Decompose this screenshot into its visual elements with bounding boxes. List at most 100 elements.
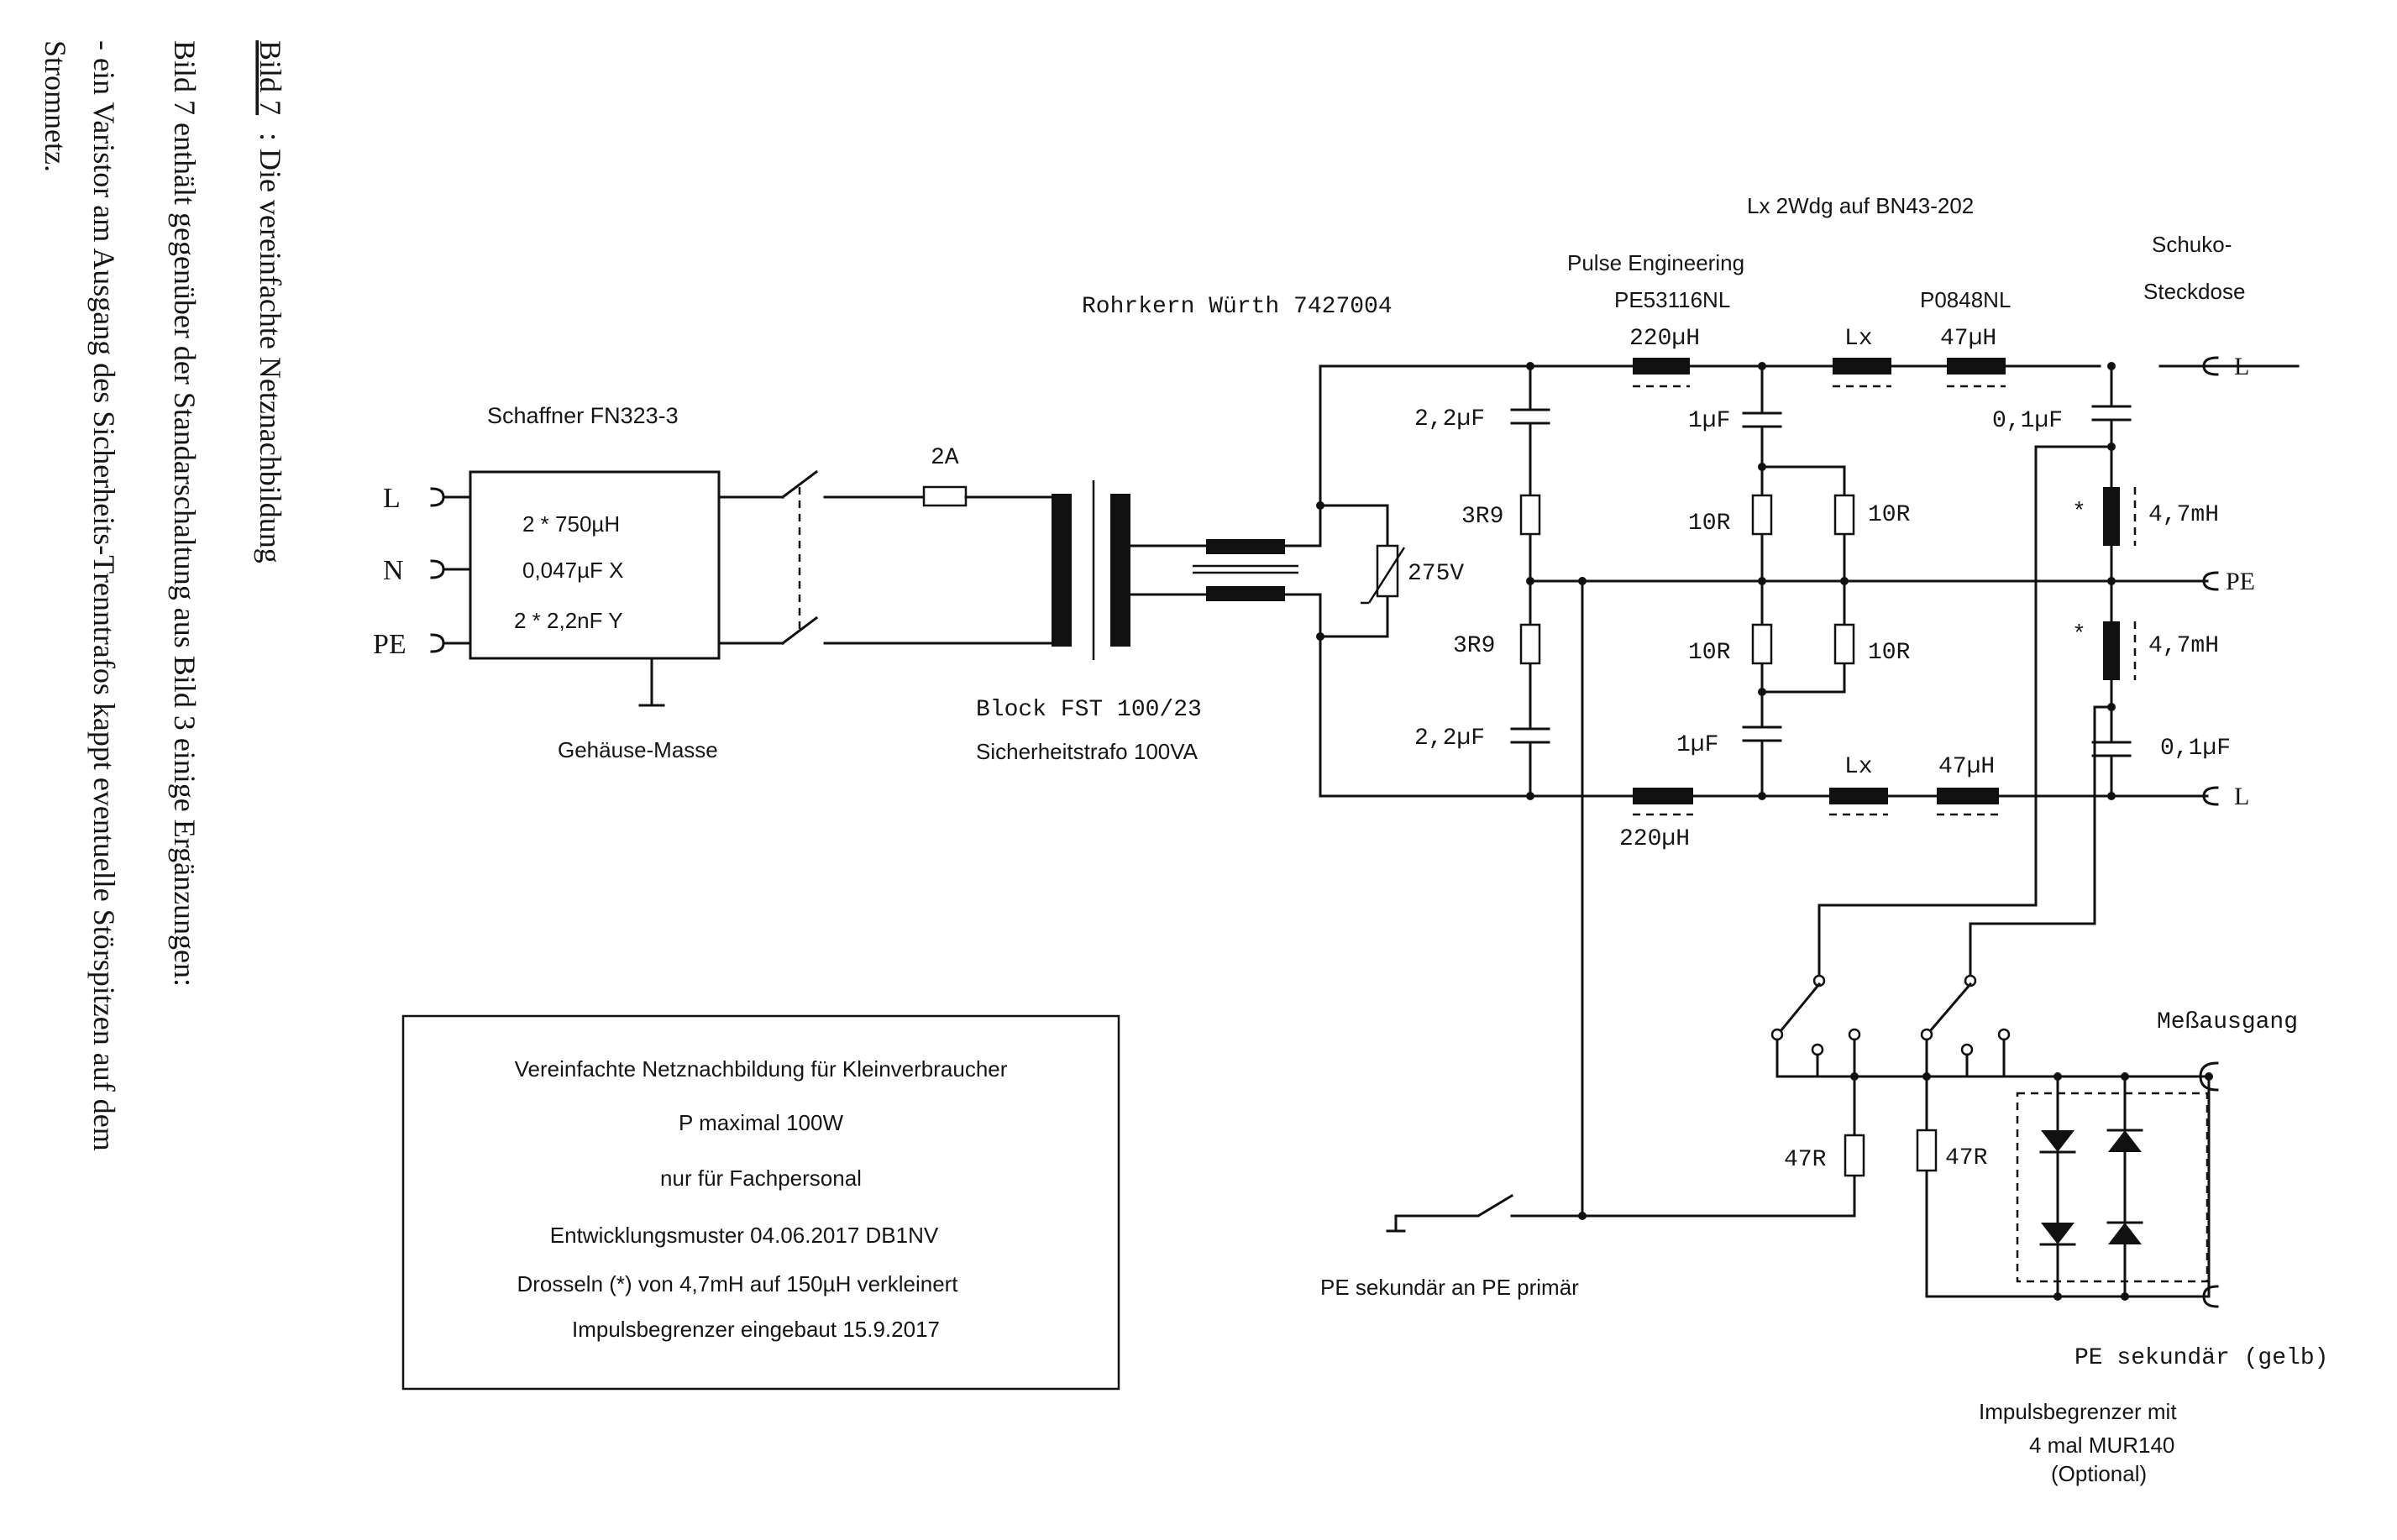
- diode-4: [2108, 1223, 2142, 1244]
- pe-sec-gelb-label: PE sekundär (gelb): [2074, 1345, 2328, 1371]
- side-line-1: Bild 7 enthält gegenüber der Standarscha…: [168, 40, 202, 987]
- lx-bot-label: Lx: [1844, 754, 1873, 780]
- fuse-label: 2A: [931, 445, 959, 471]
- sw2-blade: [1928, 982, 1973, 1034]
- col2-node-split-top: [1758, 463, 1766, 471]
- lim-node-1: [2053, 1072, 2062, 1081]
- schuko-label-1: Schuko-: [2152, 232, 2232, 257]
- r10-bl: [1751, 623, 1773, 665]
- l47-top-label: 47µH: [1940, 326, 1996, 352]
- c1-bot-label: 1µF: [1676, 732, 1718, 758]
- l220-bot: [1633, 788, 1693, 804]
- pe-link-switch: [1386, 1193, 1584, 1233]
- primary-winding: [1052, 494, 1072, 647]
- l220-bot-label: 220µH: [1619, 826, 1690, 852]
- pe-part-label: PE53116NL: [1614, 287, 1730, 312]
- filter-title: Schaffner FN323-3: [487, 403, 679, 428]
- core-label: Rohrkern Würth 7427004: [1082, 294, 1393, 320]
- r47-node: [1850, 1072, 1859, 1081]
- transformer-desc: Sicherheitstrafo 100VA: [976, 739, 1198, 764]
- header-labels: Lx 2Wdg auf BN43-202 Pulse Engineering P…: [1567, 193, 2245, 312]
- filter-box: [469, 470, 721, 660]
- l47m-top-label: 4,7mH: [2148, 502, 2219, 528]
- varistor-node-bot: [1316, 632, 1324, 641]
- input-filter: Schaffner FN323-3 2 * 750µH 0,047µF X 2 …: [373, 403, 721, 762]
- choke-coil-bot: [1206, 586, 1285, 601]
- limiter-label-3: (Optional): [2051, 1461, 2147, 1486]
- l47-bot-label: 47µH: [1938, 754, 1995, 780]
- filter-spec-3: 2 * 2,2nF Y: [514, 608, 623, 633]
- filter-spec-1: 2 * 750µH: [522, 511, 620, 537]
- p-part-label: P0848NL: [1920, 287, 2011, 312]
- filter-ground-stub: [638, 657, 665, 707]
- c1-bot-plates: [1742, 725, 1782, 742]
- l220-top-label: 220µH: [1629, 326, 1700, 352]
- r47-right-wire: [1925, 1075, 2206, 1298]
- measurement-section: 47R 47R PE sekundär an PE primär Meßausg…: [1320, 445, 2328, 1486]
- schuko-label-2: Steckdose: [2143, 279, 2245, 304]
- sw1-blade: [1778, 982, 1822, 1034]
- pulse-eng-label: Pulse Engineering: [1567, 250, 1744, 275]
- c22-bot-label: 2,2µF: [1414, 725, 1485, 752]
- filter-ground-label: Gehäuse-Masse: [558, 737, 718, 762]
- info-line-4: Entwicklungsmuster 04.06.2017 DB1NV: [550, 1223, 939, 1248]
- r47-right: [1916, 1129, 1938, 1172]
- r10-tr-label: 10R: [1868, 502, 1911, 528]
- choke-coil-top: [1206, 539, 1285, 554]
- switch-blade-bot: [780, 615, 819, 646]
- out-l-bot: L: [2234, 783, 2249, 810]
- col3-node-pe: [2107, 577, 2116, 585]
- pe-node-primary: [1578, 577, 1587, 585]
- col2-node-top: [1758, 362, 1766, 370]
- diode-1: [2041, 1130, 2074, 1152]
- l47m-bot-star: *: [2074, 619, 2084, 645]
- out-pe: PE: [2226, 568, 2255, 595]
- sw1-c3: [1848, 1028, 1861, 1041]
- limiter-label-1: Impulsbegrenzer mit: [1979, 1399, 2177, 1424]
- out-socket-l-top: [2197, 356, 2219, 376]
- sw1-c2: [1811, 1043, 1824, 1056]
- input-term-pe: PE: [373, 629, 406, 660]
- r10-tr: [1833, 494, 1855, 536]
- r10-tl: [1751, 494, 1773, 536]
- input-term-l: L: [383, 483, 401, 514]
- filter-spec-2: 0,047µF X: [522, 558, 624, 583]
- col2-node-bot: [1758, 792, 1766, 800]
- limiter-box: [2016, 1092, 2209, 1283]
- r10-tl-label: 10R: [1688, 511, 1731, 537]
- l47-bot: [1937, 788, 1999, 804]
- l220-top: [1633, 358, 1690, 375]
- caption-title: : Die vereinfachte Netznachbildung: [254, 133, 287, 563]
- c22-top-label: 2,2µF: [1414, 406, 1485, 432]
- r47-left: [1844, 1134, 1865, 1177]
- c01-bot-plates: [2091, 741, 2132, 757]
- r47-right-label: 47R: [1945, 1145, 1988, 1171]
- out-l-top: L: [2234, 353, 2249, 380]
- varistor-slash: [1361, 547, 1406, 605]
- col2-node-split-bot: [1758, 688, 1766, 696]
- transformer-model: Block FST 100/23: [976, 697, 1202, 723]
- fuse: 2A: [922, 445, 1053, 507]
- diode-3: [2041, 1223, 2074, 1244]
- tap-wire-b: [1969, 705, 2113, 979]
- r39-top-label: 3R9: [1461, 504, 1503, 530]
- l47m-bot: [2103, 621, 2120, 680]
- switch-blade-top: [780, 469, 819, 500]
- lx-top: [1833, 358, 1891, 375]
- r10-bl-label: 10R: [1688, 640, 1731, 666]
- col3-node-bot: [2107, 792, 2116, 800]
- info-line-2: P maximal 100W: [679, 1110, 843, 1135]
- input-term-n: N: [383, 555, 404, 586]
- lim-node-2: [2121, 1072, 2129, 1081]
- sw1-out-wire: [1775, 1038, 2007, 1078]
- info-line-3: nur für Fachpersonal: [660, 1165, 862, 1191]
- l47m-top: [2103, 487, 2120, 546]
- tube-core-choke: Rohrkern Würth 7427004: [1082, 294, 1393, 601]
- side-text: Bild 7 : Die vereinfachte Netznachbildun…: [39, 40, 287, 1151]
- pe-sec-socket: [2202, 1285, 2219, 1308]
- fuse-body: [922, 485, 968, 507]
- input-jack-n: [430, 559, 472, 579]
- input-jack-l: [430, 487, 472, 507]
- transformer: Block FST 100/23 Sicherheitstrafo 100VA: [976, 480, 1202, 764]
